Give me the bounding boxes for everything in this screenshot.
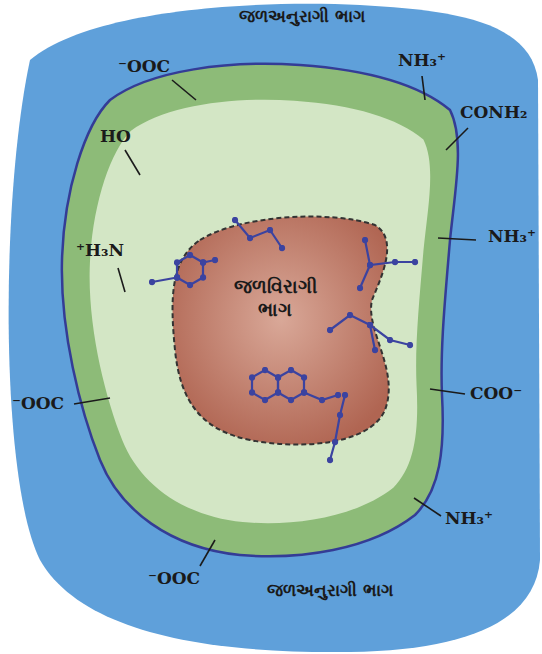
region-label: જળવિરાગી ભાગ: [220, 275, 330, 321]
region-label: જળઅનુરાગી ભાગ: [239, 6, 365, 26]
side-chain: [235, 220, 282, 248]
side-chain: [304, 393, 338, 401]
leader-line: [438, 238, 476, 240]
region-label: જળઅનુરાગી ભાગ: [267, 580, 393, 600]
leader-line: [172, 80, 196, 100]
leader-line: [200, 540, 215, 566]
side-chain: [203, 260, 215, 263]
side-chain: [365, 240, 415, 265]
group-label: NH₃⁺: [398, 50, 446, 70]
aromatic-ring: [177, 255, 203, 285]
surface-line: [62, 64, 458, 556]
group-label: CONH₂: [460, 102, 527, 122]
leader-line: [125, 150, 140, 175]
side-chain: [330, 395, 345, 460]
side-chain: [370, 325, 375, 350]
polar-band: [62, 64, 458, 556]
leader-line: [74, 398, 110, 404]
group-label: ⁻OOC: [148, 568, 200, 588]
aromatic-ring: [252, 370, 278, 400]
aromatic-ring: [278, 370, 304, 400]
core-outline: [170, 210, 400, 455]
group-label: NH₃⁺: [445, 508, 493, 528]
group-label: NH₃⁺: [488, 226, 536, 246]
water-ground: [9, 4, 540, 652]
side-chain: [152, 278, 177, 283]
leader-line: [118, 268, 125, 292]
group-label: ⁻OOC: [118, 56, 170, 76]
inner-band: [90, 100, 431, 523]
group-label: HO: [100, 126, 131, 146]
leader-line: [430, 389, 465, 394]
leader-line: [446, 128, 468, 150]
group-label: ⁻OOC: [12, 393, 64, 413]
core-blob: [173, 217, 389, 445]
leader-line: [422, 76, 425, 100]
group-label: COO⁻: [470, 383, 522, 403]
group-label: ⁺H₃N: [76, 240, 124, 260]
hydrophobic-core: જળવિરાગી ભાગ: [170, 210, 400, 455]
leader-line: [414, 498, 441, 516]
side-chain: [360, 265, 370, 288]
